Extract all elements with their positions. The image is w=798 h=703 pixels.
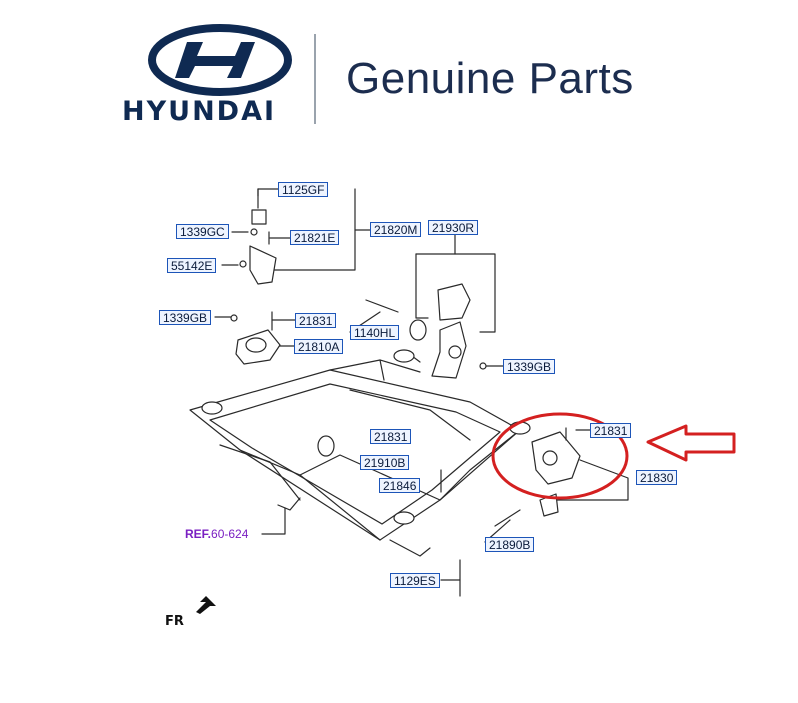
callout-1125GF[interactable]: 1125GF [278,182,329,197]
engine-mount-lower [230,311,281,365]
highlight-arrow-icon [646,424,736,462]
front-direction-label: FR [165,614,184,629]
hyundai-logo-icon [148,24,292,96]
highlight-circle [491,412,629,500]
engine-mount-upper [239,188,277,285]
callout-21831-top[interactable]: 21831 [295,313,337,328]
callout-21910B[interactable]: 21910B [360,455,410,470]
callout-21810A[interactable]: 21810A [294,339,344,354]
callout-1140HL[interactable]: 1140HL [350,325,400,340]
callout-21820M[interactable]: 21820M [370,222,422,237]
callout-1339GC[interactable]: 1339GC [176,224,229,239]
header-divider [314,34,316,124]
transmission-mount [365,283,487,379]
callout-1339GB-left[interactable]: 1339GB [159,310,212,325]
reference-prefix: REF. [185,527,212,541]
leader-lines [214,188,629,581]
callout-21831-right[interactable]: 21831 [590,423,632,438]
callout-1129ES[interactable]: 1129ES [390,573,440,588]
callout-55142E[interactable]: 55142E [167,258,217,273]
callout-21831-mid[interactable]: 21831 [370,429,412,444]
front-direction-icon [196,596,216,614]
subframe [189,359,531,557]
reference-link[interactable]: REF.60-624 [185,527,248,541]
callout-21830[interactable]: 21830 [636,470,678,485]
callout-21930R[interactable]: 21930R [428,220,479,235]
brand-tagline: Genuine Parts [346,54,634,103]
callout-21821E[interactable]: 21821E [290,230,340,245]
callout-21846[interactable]: 21846 [379,478,421,493]
right-mount [494,427,581,527]
callout-21890B[interactable]: 21890B [485,537,535,552]
brand-wordmark: HYUNDAI [122,96,277,127]
reference-value: 60-624 [211,527,249,541]
callout-1339GB-right[interactable]: 1339GB [503,359,556,374]
